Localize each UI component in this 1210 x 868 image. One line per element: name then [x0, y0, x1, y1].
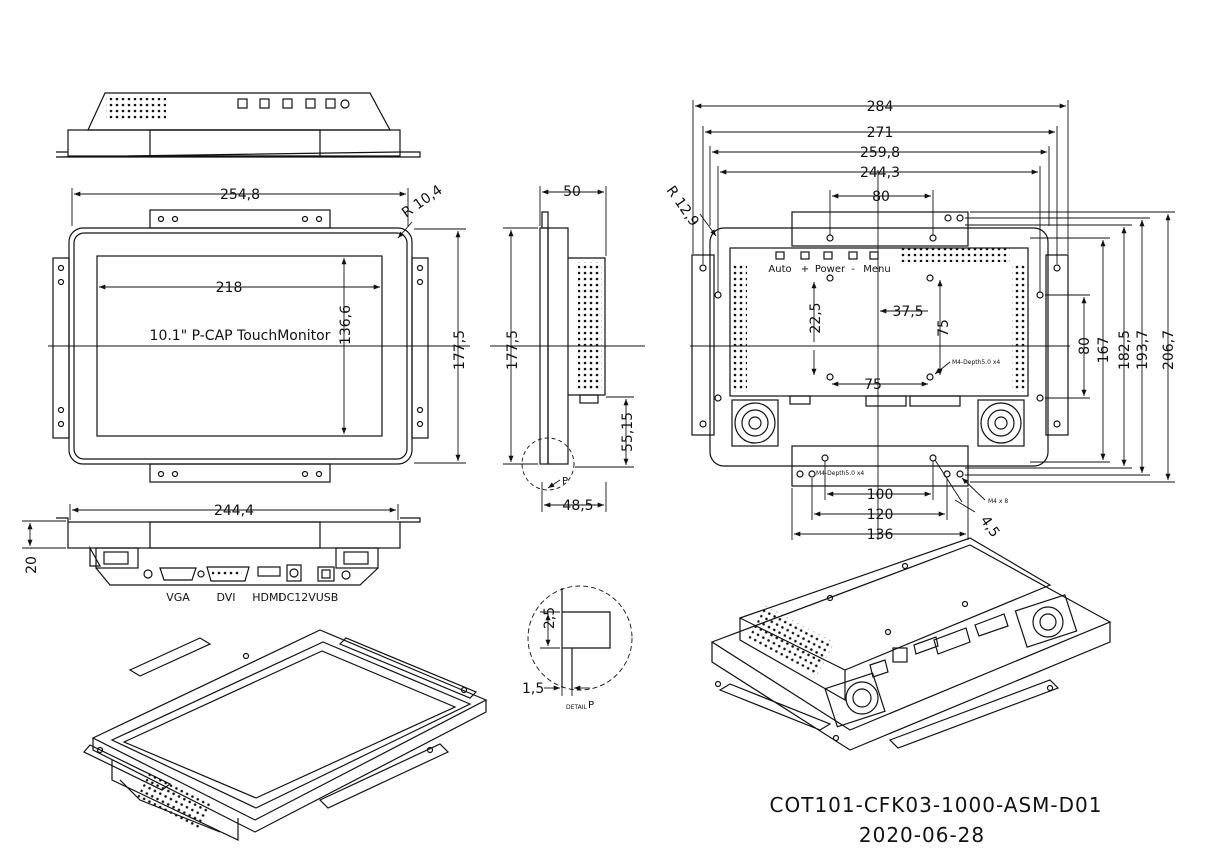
vesa-h-dim: 75: [864, 377, 882, 393]
vesa-v-dim: 75: [936, 319, 952, 337]
bottom-dim-100: 100: [867, 487, 894, 503]
inner-v-dim: 22,5: [808, 302, 824, 333]
top-view: [55, 92, 421, 158]
side-dimensions: [503, 186, 634, 512]
inner-h-dim: 37,5: [892, 304, 923, 320]
bottom-dim-136: 136: [867, 527, 894, 543]
bottom-width-dim: 244,4: [214, 503, 254, 519]
vesa-top-dim: 80: [872, 189, 890, 205]
drawing-date: 2020-06-28: [859, 823, 985, 847]
right-dim-182: 182,5: [1117, 330, 1133, 370]
side-height-dim: 177,5: [505, 330, 521, 370]
hole-note-bottom: M4-Depth5.0 x4: [816, 470, 864, 477]
back-dim-259: 259,8: [860, 145, 900, 161]
port-label-dc12v: DC12V: [278, 591, 316, 604]
side-offset-dim: 55,15: [620, 412, 636, 452]
hole-note-m4: M4 x 8: [988, 498, 1008, 505]
screen-caption: 10.1" P-CAP TouchMonitor: [150, 328, 331, 344]
detail-label: DETAIL: [566, 704, 587, 711]
button-label-auto: Auto: [768, 264, 791, 275]
bottom-depth-dim: 20: [24, 556, 40, 574]
back-radius-dim: R 12,9: [663, 183, 702, 229]
right-dim-167: 167: [1096, 337, 1112, 364]
iso-front-view: [83, 629, 488, 841]
side-view: [490, 211, 645, 491]
front-height-dim: 177,5: [452, 330, 468, 370]
back-dim-284: 284: [867, 99, 894, 115]
diameter-dim: 4,5: [977, 513, 1003, 540]
right-dim-206: 206,7: [1161, 330, 1177, 370]
screen-height-dim: 136,6: [338, 305, 354, 345]
detail-view: [527, 585, 633, 691]
front-view: [48, 209, 470, 483]
right-dim-80: 80: [1077, 337, 1093, 355]
right-dim-193: 193,7: [1135, 330, 1151, 370]
back-view: [690, 170, 1070, 540]
part-number: COT101-CFK03-1000-ASM-D01: [770, 793, 1103, 817]
port-label-vga: VGA: [166, 591, 190, 604]
hole-note-top: M4-Depth5.0 x4: [952, 359, 1000, 366]
port-label-hdmi: HDMI: [252, 591, 281, 604]
back-dim-244: 244,3: [860, 165, 900, 181]
bottom-dimensions: [22, 504, 399, 549]
bottom-dim-120: 120: [867, 507, 894, 523]
front-width-dim: 254,8: [220, 187, 260, 203]
detail-dimensions: [540, 611, 590, 696]
side-detail-ref: P: [562, 476, 568, 487]
bottom-view: [56, 517, 421, 586]
button-label-plus: +: [801, 264, 809, 275]
button-label-menu: Menu: [863, 264, 890, 275]
button-label-minus: -: [851, 264, 855, 275]
side-depth-bottom-dim: 48,5: [562, 498, 593, 514]
port-label-usb: USB: [316, 591, 339, 604]
back-dimensions: [692, 100, 1175, 540]
iso-back-view: [710, 537, 1112, 751]
detail-dim-b: 1,5: [522, 681, 544, 697]
button-label-power: Power: [815, 264, 846, 275]
front-radius-dim: R 10,4: [399, 182, 445, 221]
side-depth-top-dim: 50: [563, 184, 581, 200]
front-dimensions: [71, 188, 466, 464]
detail-ref: P: [588, 700, 594, 711]
back-dim-271: 271: [867, 125, 894, 141]
detail-dim-a: 2,5: [542, 607, 558, 629]
screen-width-dim: 218: [216, 280, 243, 296]
port-label-dvi: DVI: [216, 591, 235, 604]
